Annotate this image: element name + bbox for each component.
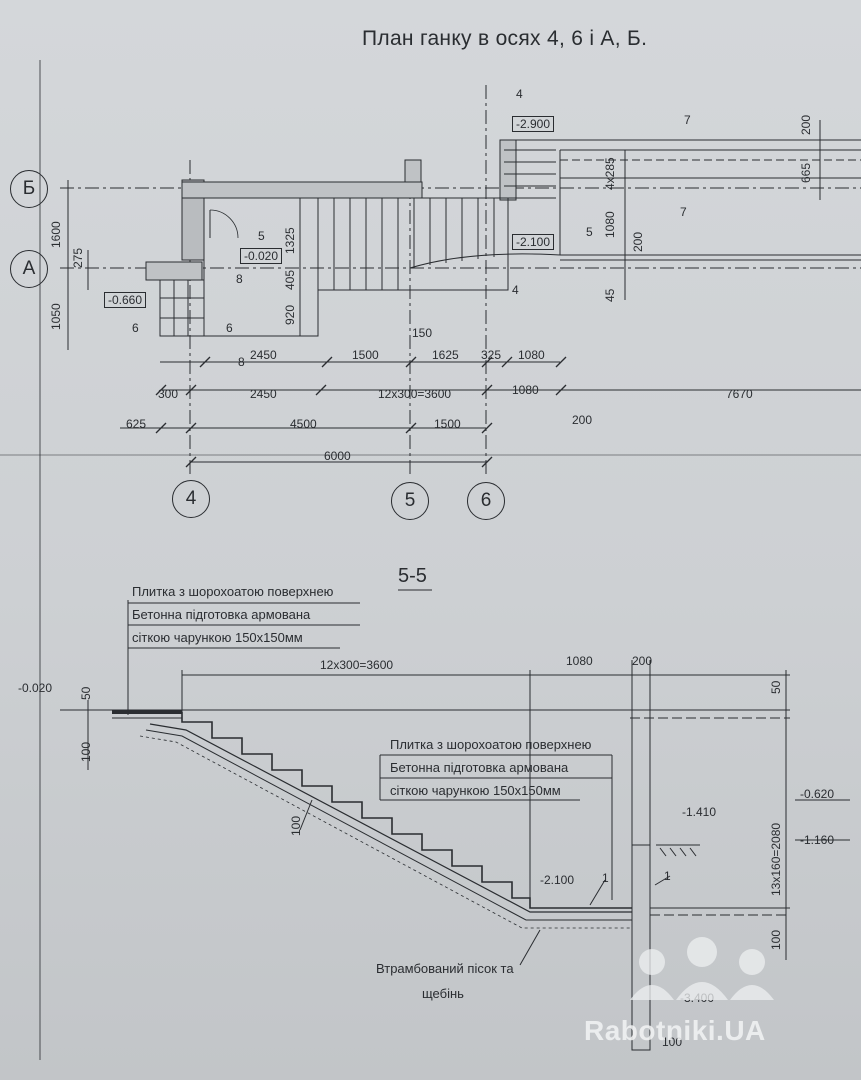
axis-col-6: 6	[467, 482, 505, 520]
cut-mark-4-bot: 4	[512, 283, 519, 297]
section-note2-line2: Бетонна підготовка армована	[390, 760, 569, 775]
section-note1-line2: Бетонна підготовка армована	[132, 607, 311, 622]
dim-r1-325: 325	[481, 348, 502, 362]
dim-r2-3600: 12x300=3600	[378, 387, 452, 401]
sec-level-0620: -0.620	[800, 787, 835, 801]
sec-level-0020: -0.020	[18, 681, 53, 695]
section-title: 5-5	[398, 565, 427, 587]
dim-r3-1500: 1500	[434, 417, 461, 431]
dim-r1-1080: 1080	[518, 348, 545, 362]
sec-dim-200: 200	[632, 654, 653, 668]
sec-level-1160: -1.160	[800, 833, 835, 847]
cut-mark-5-b: 5	[586, 225, 593, 239]
axis-col-4: 4	[172, 480, 210, 518]
dim-r2-2450: 2450	[250, 387, 277, 401]
dim-r4-6000: 6000	[324, 449, 351, 463]
sand-label-line2: щебінь	[422, 986, 464, 1001]
section-note2-line3: сіткою чарункою 150x150мм	[390, 783, 561, 798]
plan-title: План ганку в осях 4, 6 і А, Б.	[362, 27, 648, 50]
cut-mark-6-a: 6	[132, 321, 139, 335]
dim-r3-4500: 4500	[290, 417, 317, 431]
cut-mark-8-b: 8	[238, 355, 245, 369]
dim-r1-150: 150	[412, 326, 433, 340]
level-0660: -0.660	[104, 292, 147, 308]
sec-dim-3600: 12x300=3600	[320, 658, 394, 672]
dim-r1-1625: 1625	[432, 348, 459, 362]
watermark-text: Rabotniki.UA	[584, 1015, 766, 1046]
level-2900: -2.900	[512, 116, 555, 132]
dim-r3-625: 625	[126, 417, 147, 431]
section-note1-line1: Плитка з шорохоатою поверхнею	[132, 584, 334, 599]
marker-1-b: 1	[664, 869, 671, 883]
marker-1-a: 1	[602, 871, 609, 885]
dim-r1-2450: 2450	[250, 348, 277, 362]
cut-mark-7-bot: 7	[680, 205, 687, 219]
dim-r2-200: 200	[572, 413, 593, 427]
sand-label-line1: Втрамбований пісок та	[376, 961, 514, 976]
section-note2-line1: Плитка з шорохоатою поверхнею	[390, 737, 592, 752]
cut-mark-6-b: 6	[226, 321, 233, 335]
dim-r2-300: 300	[158, 387, 179, 401]
axis-row-b: Б	[10, 170, 48, 208]
axis-col-5: 5	[391, 482, 429, 520]
cut-mark-4-top: 4	[516, 87, 523, 101]
sec-dim-100-bottom: 100	[662, 1035, 683, 1049]
level-2100: -2.100	[512, 234, 555, 250]
sec-level-2100: -2.100	[540, 873, 575, 887]
sec-dim-1080: 1080	[566, 654, 593, 668]
section-note1-line3: сіткою чарункою 150x150мм	[132, 630, 303, 645]
cut-mark-5-a: 5	[258, 229, 265, 243]
axis-row-a: А	[10, 250, 48, 288]
dim-r2-7670: 7670	[726, 387, 753, 401]
dim-r2-1080: 1080	[512, 383, 539, 397]
sec-level-1410: -1.410	[682, 805, 717, 819]
level-0020: -0.020	[240, 248, 283, 264]
dim-r1-1500: 1500	[352, 348, 379, 362]
cut-mark-7-top: 7	[684, 113, 691, 127]
cut-mark-8-a: 8	[236, 272, 243, 286]
